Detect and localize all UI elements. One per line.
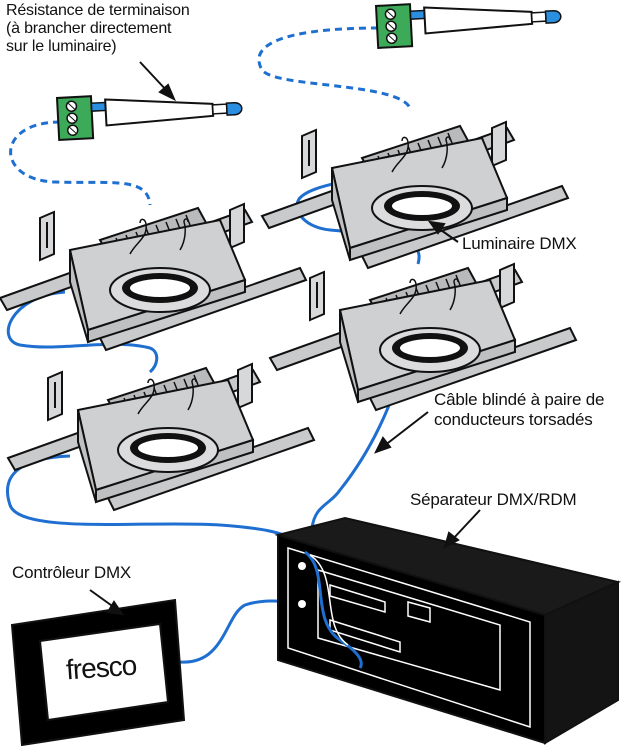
termination-resistor-top xyxy=(375,0,563,49)
dmx-rdm-splitter xyxy=(274,516,622,745)
resistor-link-top xyxy=(257,26,412,109)
label-controller: Contrôleur DMX xyxy=(12,563,132,582)
label-termination-resistor: Résistance de terminaison (à brancher di… xyxy=(6,2,190,55)
cable-l1-l2 xyxy=(6,290,159,374)
termination-resistor-left xyxy=(56,87,244,141)
dmx-controller xyxy=(10,598,186,746)
label-shielded-cable: Câble blindé à paire de conducteurs tors… xyxy=(434,390,605,429)
label-splitter: Séparateur DMX/RDM xyxy=(410,490,577,509)
leader-arrows xyxy=(89,61,481,616)
luminaire-right-middle xyxy=(269,263,577,411)
cable-l2-splitter xyxy=(6,454,298,544)
luminaire-left-lower xyxy=(7,363,315,511)
label-dmx-luminaire: Luminaire DMX xyxy=(462,234,577,253)
resistor-link-left xyxy=(9,120,152,206)
luminaire-left-upper xyxy=(0,203,307,351)
fresco-logo: fresco xyxy=(64,649,138,686)
